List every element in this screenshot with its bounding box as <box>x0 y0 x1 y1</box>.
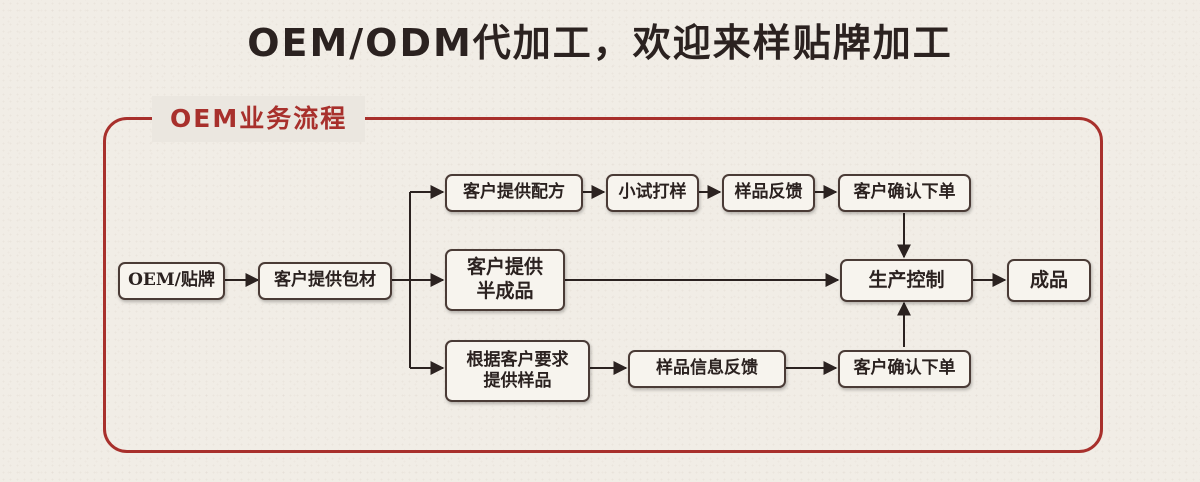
node-formula: 客户提供配方 <box>445 174 583 212</box>
node-packaging: 客户提供包材 <box>258 262 392 300</box>
section-label: OEM业务流程 <box>152 96 366 142</box>
node-production: 生产控制 <box>840 259 973 302</box>
node-confirm-top: 客户确认下单 <box>838 174 971 212</box>
node-info-feedback: 样品信息反馈 <box>628 350 786 388</box>
node-trial: 小试打样 <box>606 174 699 212</box>
node-sample-request: 根据客户要求 提供样品 <box>445 340 590 402</box>
process-frame <box>103 117 1103 453</box>
node-finished: 成品 <box>1007 259 1091 302</box>
node-sample-feedback: 样品反馈 <box>722 174 815 212</box>
node-confirm-bottom: 客户确认下单 <box>838 350 971 388</box>
node-oem: OEM/贴牌 <box>118 262 225 300</box>
page-title: OEM/ODM代加工，欢迎来样贴牌加工 <box>247 21 953 65</box>
node-semi-finished: 客户提供 半成品 <box>445 249 565 311</box>
